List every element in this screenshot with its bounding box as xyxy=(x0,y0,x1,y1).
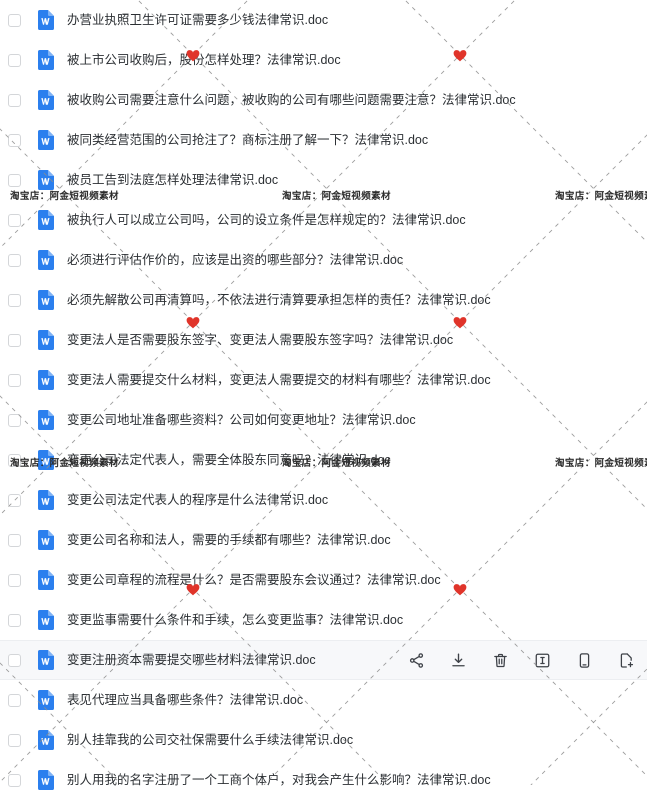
row-checkbox[interactable] xyxy=(8,13,21,27)
file-row[interactable]: 表见代理应当具备哪些条件？法律常识.doc xyxy=(0,680,647,720)
file-row[interactable]: 被同类经营范围的公司抢注了？商标注册了解一下？法律常识.doc xyxy=(0,120,647,160)
word-doc-icon xyxy=(37,490,54,510)
row-checkbox[interactable] xyxy=(8,733,21,747)
file-row[interactable]: 变更公司章程的流程是什么？是否需要股东会议通过？法律常识.doc xyxy=(0,560,647,600)
word-doc-icon xyxy=(37,370,54,390)
file-row[interactable]: 变更公司法定代表人的程序是什么法律常识.doc xyxy=(0,480,647,520)
file-row[interactable]: 别人挂靠我的公司交社保需要什么手续法律常识.doc xyxy=(0,720,647,760)
watermark-text: 淘宝店：阿金短视频素材 xyxy=(282,191,391,202)
row-checkbox[interactable] xyxy=(8,613,21,627)
file-name[interactable]: 被收购公司需要注意什么问题，被收购的公司有哪些问题需要注意？法律常识.doc xyxy=(67,93,516,107)
file-name[interactable]: 办营业执照卫生许可证需要多少钱法律常识.doc xyxy=(67,13,329,27)
row-actions xyxy=(408,640,635,680)
row-checkbox[interactable] xyxy=(8,293,21,307)
row-checkbox[interactable] xyxy=(8,173,21,187)
file-name[interactable]: 被员工告到法庭怎样处理法律常识.doc xyxy=(67,173,279,187)
word-doc-icon xyxy=(37,130,54,150)
watermark-text: 淘宝店：阿金短视频素材 xyxy=(555,191,647,202)
watermark-text: 淘宝店：阿金短视频素材 xyxy=(282,458,391,469)
row-checkbox[interactable] xyxy=(8,693,21,707)
row-checkbox[interactable] xyxy=(8,653,21,667)
row-checkbox[interactable] xyxy=(8,213,21,227)
row-checkbox[interactable] xyxy=(8,373,21,387)
file-row[interactable]: 被上市公司收购后，股份怎样处理？法律常识.doc xyxy=(0,40,647,80)
file-name[interactable]: 被上市公司收购后，股份怎样处理？法律常识.doc xyxy=(67,53,341,67)
file-name[interactable]: 被执行人可以成立公司吗，公司的设立条件是怎样规定的？法律常识.doc xyxy=(67,213,466,227)
watermark-text: 淘宝店：阿金短视频素材 xyxy=(10,191,119,202)
file-name[interactable]: 别人用我的名字注册了一个工商个体户，对我会产生什么影响？法律常识.doc xyxy=(67,773,491,787)
row-checkbox[interactable] xyxy=(8,493,21,507)
file-name[interactable]: 变更公司名称和法人，需要的手续都有哪些？法律常识.doc xyxy=(67,533,391,547)
file-row[interactable]: 变更监事需要什么条件和手续，怎么变更监事？法律常识.doc xyxy=(0,600,647,640)
word-doc-icon xyxy=(37,170,54,190)
file-row[interactable]: 被执行人可以成立公司吗，公司的设立条件是怎样规定的？法律常识.doc xyxy=(0,200,647,240)
row-checkbox[interactable] xyxy=(8,533,21,547)
file-name[interactable]: 变更公司章程的流程是什么？是否需要股东会议通过？法律常识.doc xyxy=(67,573,441,587)
row-checkbox[interactable] xyxy=(8,413,21,427)
row-checkbox[interactable] xyxy=(8,133,21,147)
word-doc-icon xyxy=(37,530,54,550)
word-doc-icon xyxy=(37,730,54,750)
word-doc-icon xyxy=(37,250,54,270)
file-row[interactable]: 变更公司地址准备哪些资料？公司如何变更地址？法律常识.doc xyxy=(0,400,647,440)
watermark-text: 淘宝店：阿金短视频素材 xyxy=(555,458,647,469)
word-doc-icon xyxy=(37,50,54,70)
file-row[interactable]: 变更法人需要提交什么材料，变更法人需要提交的材料有哪些？法律常识.doc xyxy=(0,360,647,400)
share-icon[interactable] xyxy=(408,652,425,669)
download-icon[interactable] xyxy=(450,652,467,669)
file-name[interactable]: 必须进行评估作价的，应该是出资的哪些部分？法律常识.doc xyxy=(67,253,404,267)
file-name[interactable]: 变更注册资本需要提交哪些材料法律常识.doc xyxy=(67,653,316,667)
word-doc-icon xyxy=(37,10,54,30)
row-checkbox[interactable] xyxy=(8,333,21,347)
watermark-text: 淘宝店：阿金短视频素材 xyxy=(10,458,119,469)
file-name[interactable]: 变更法人需要提交什么材料，变更法人需要提交的材料有哪些？法律常识.doc xyxy=(67,373,491,387)
word-doc-icon xyxy=(37,770,54,790)
word-doc-icon xyxy=(37,610,54,630)
file-name[interactable]: 变更法人是否需要股东签字、变更法人需要股东签字吗？法律常识.doc xyxy=(67,333,454,347)
open-on-phone-icon[interactable] xyxy=(576,652,593,669)
file-name[interactable]: 别人挂靠我的公司交社保需要什么手续法律常识.doc xyxy=(67,733,354,747)
file-row[interactable]: 变更公司名称和法人，需要的手续都有哪些？法律常识.doc xyxy=(0,520,647,560)
file-row[interactable]: 别人用我的名字注册了一个工商个体户，对我会产生什么影响？法律常识.doc xyxy=(0,760,647,800)
word-doc-icon xyxy=(37,690,54,710)
row-checkbox[interactable] xyxy=(8,53,21,67)
file-row[interactable]: 变更注册资本需要提交哪些材料法律常识.doc xyxy=(0,640,647,680)
file-row[interactable]: 必须先解散公司再清算吗，不依法进行清算要承担怎样的责任？法律常识.doc xyxy=(0,280,647,320)
file-row[interactable]: 变更法人是否需要股东签字、变更法人需要股东签字吗？法律常识.doc xyxy=(0,320,647,360)
word-doc-icon xyxy=(37,210,54,230)
file-name[interactable]: 变更公司地址准备哪些资料？公司如何变更地址？法律常识.doc xyxy=(67,413,416,427)
word-doc-icon xyxy=(37,330,54,350)
word-doc-icon xyxy=(37,90,54,110)
row-checkbox[interactable] xyxy=(8,93,21,107)
file-name[interactable]: 表见代理应当具备哪些条件？法律常识.doc xyxy=(67,693,304,707)
word-doc-icon xyxy=(37,650,54,670)
copy-to-icon[interactable] xyxy=(618,652,635,669)
file-name[interactable]: 必须先解散公司再清算吗，不依法进行清算要承担怎样的责任？法律常识.doc xyxy=(67,293,491,307)
row-checkbox[interactable] xyxy=(8,253,21,267)
file-name[interactable]: 变更公司法定代表人的程序是什么法律常识.doc xyxy=(67,493,329,507)
file-row[interactable]: 必须进行评估作价的，应该是出资的哪些部分？法律常识.doc xyxy=(0,240,647,280)
row-checkbox[interactable] xyxy=(8,573,21,587)
delete-icon[interactable] xyxy=(492,652,509,669)
word-doc-icon xyxy=(37,290,54,310)
file-row[interactable]: 被收购公司需要注意什么问题，被收购的公司有哪些问题需要注意？法律常识.doc xyxy=(0,80,647,120)
word-doc-icon xyxy=(37,410,54,430)
file-row[interactable]: 办营业执照卫生许可证需要多少钱法律常识.doc xyxy=(0,0,647,40)
file-name[interactable]: 被同类经营范围的公司抢注了？商标注册了解一下？法律常识.doc xyxy=(67,133,429,147)
rename-icon[interactable] xyxy=(534,652,551,669)
file-name[interactable]: 变更监事需要什么条件和手续，怎么变更监事？法律常识.doc xyxy=(67,613,404,627)
word-doc-icon xyxy=(37,570,54,590)
